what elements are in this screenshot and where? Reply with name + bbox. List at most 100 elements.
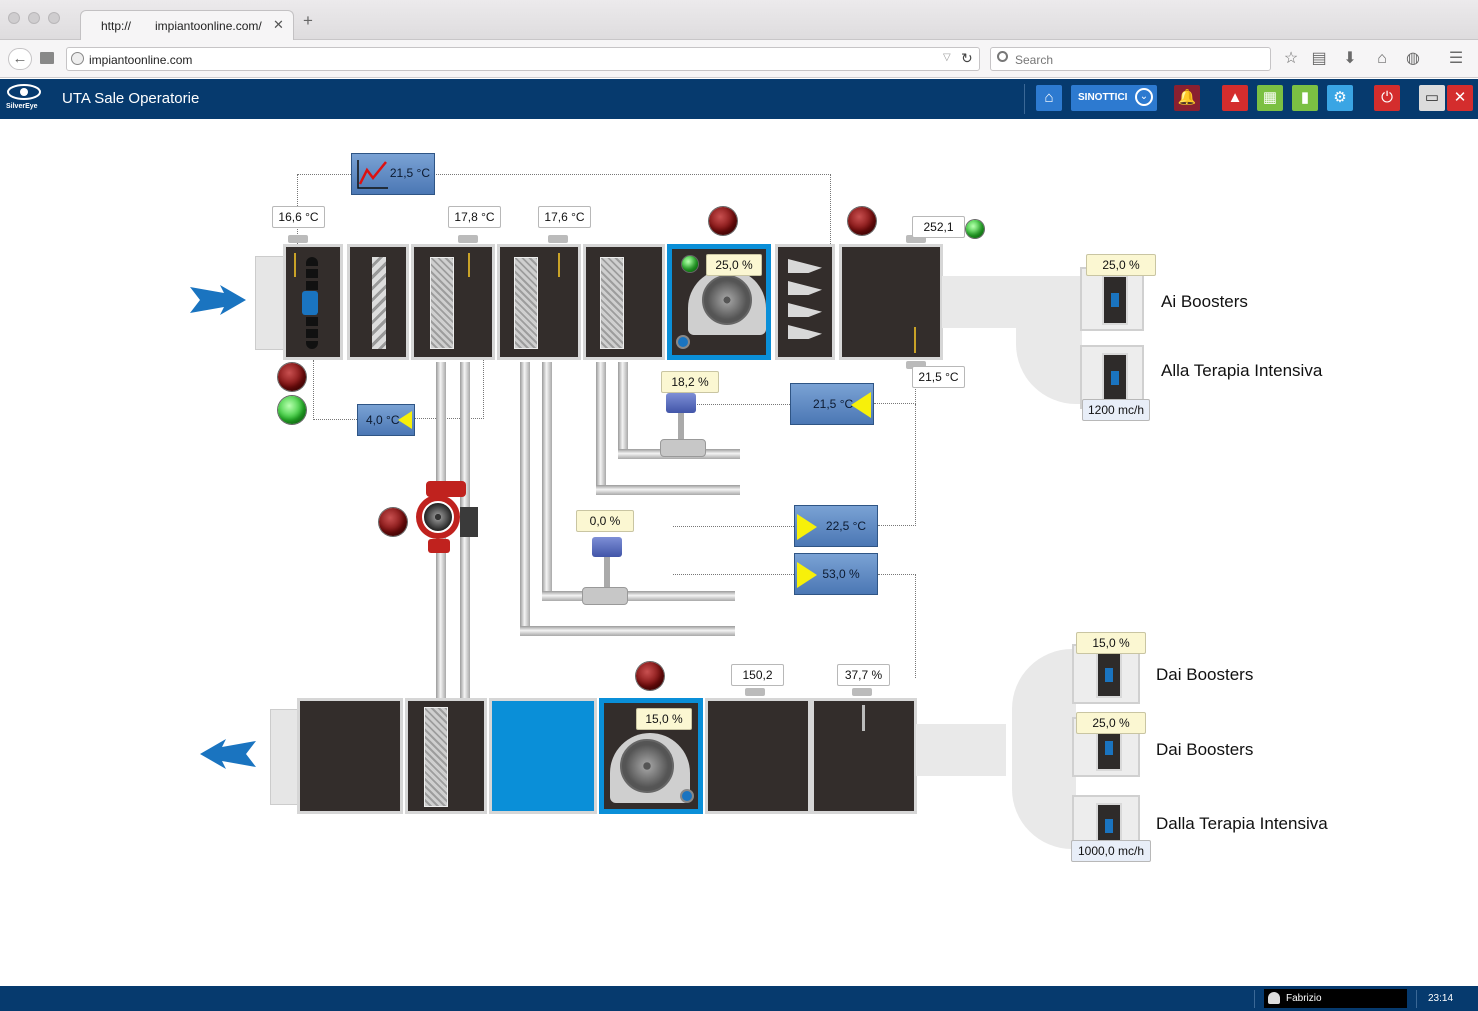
outlet-icu-flow: 1200 mc/h xyxy=(1082,399,1150,421)
return-filter-section xyxy=(405,698,487,814)
close-window-icon[interactable] xyxy=(8,12,20,24)
sidebar-toggle-icon[interactable] xyxy=(40,52,54,64)
heat-recovery-section xyxy=(489,698,597,814)
water-pipe xyxy=(520,362,530,632)
divider xyxy=(1416,990,1417,1008)
fan-run-lamp xyxy=(682,256,698,272)
sensor-probe xyxy=(914,327,916,353)
valve-actuator xyxy=(666,393,696,413)
control-line xyxy=(313,360,357,420)
sensor-nipple xyxy=(458,235,478,243)
reload-icon[interactable]: ↻ xyxy=(961,50,973,66)
valve1-opening: 18,2 % xyxy=(661,371,719,393)
frost-setpoint-controller[interactable]: 4,0 °C xyxy=(357,404,415,436)
return-damper-section xyxy=(297,698,403,814)
valve-body xyxy=(582,587,628,605)
url-dropdown-icon[interactable]: ▽ xyxy=(943,52,951,63)
user-name: Fabrizio xyxy=(1286,993,1322,1004)
pump-alarm-lamp xyxy=(379,508,407,536)
circulator-pump[interactable] xyxy=(416,481,478,555)
sensor-probe xyxy=(468,253,470,277)
settings-gear-button[interactable]: ⚙ xyxy=(1327,85,1353,111)
tab-protocol: http:// xyxy=(101,19,132,33)
inlet-damper-1[interactable] xyxy=(1096,652,1122,698)
inlet-damper-frame-1 xyxy=(1072,644,1140,704)
control-line xyxy=(878,404,916,526)
alarm-button[interactable]: ▲ xyxy=(1222,85,1248,111)
hamburger-menu-icon[interactable]: ☰ xyxy=(1448,50,1464,67)
damper-actuator-icon xyxy=(1105,668,1113,682)
intake-flange xyxy=(255,256,287,350)
supply-damper-section xyxy=(283,244,343,360)
divider xyxy=(1024,84,1025,114)
sensor-nipple xyxy=(852,688,872,696)
window-button[interactable]: ▭ xyxy=(1419,85,1445,111)
cooling-valve[interactable] xyxy=(582,537,638,613)
outlet-temp: 21,5 °C xyxy=(912,366,965,388)
bell-button[interactable]: 🔔 xyxy=(1174,85,1200,111)
frost-setpoint-value: 4,0 °C xyxy=(366,413,400,427)
inlet-booster-1-label: Dai Boosters xyxy=(1156,665,1254,684)
control-line xyxy=(680,404,790,405)
globe-icon xyxy=(71,52,84,65)
home-button[interactable]: ⌂ xyxy=(1036,85,1062,111)
new-tab-icon[interactable]: + xyxy=(303,11,313,30)
heating-valve[interactable] xyxy=(656,393,712,463)
water-pipe xyxy=(596,362,606,490)
table-button[interactable]: ▦ xyxy=(1257,85,1283,111)
inlet-icu-flow: 1000,0 mc/h xyxy=(1071,840,1151,862)
chart-button[interactable]: ▮ xyxy=(1292,85,1318,111)
home-icon[interactable]: ⌂ xyxy=(1377,50,1387,67)
status-bar: Fabrizio 23:14 xyxy=(0,986,1478,1011)
close-app-button[interactable]: ✕ xyxy=(1447,85,1473,111)
supply-fan-section[interactable]: 25,0 % xyxy=(667,244,771,360)
valve-stem xyxy=(604,557,610,591)
browser-titlebar: http:// impiantoonline.com/ ✕ + xyxy=(0,0,1478,41)
sound-baffles xyxy=(788,259,822,347)
power-button[interactable]: ⏻ xyxy=(1374,85,1400,111)
browser-tab[interactable]: http:// impiantoonline.com/ ✕ xyxy=(80,10,294,41)
return-humidity: 37,7 % xyxy=(837,664,890,686)
outlet-booster-label: Ai Boosters xyxy=(1161,292,1248,311)
pump-flange xyxy=(428,539,450,553)
maximize-window-icon[interactable] xyxy=(48,12,60,24)
motor-indicator xyxy=(676,335,690,349)
user-icon xyxy=(1268,992,1280,1004)
prefilter-section xyxy=(347,244,409,360)
download-icon[interactable]: ⬇ xyxy=(1343,50,1357,67)
icu-damper[interactable] xyxy=(1102,353,1128,403)
silencer-section xyxy=(775,244,835,360)
control-line xyxy=(414,319,484,419)
user-badge[interactable]: Fabrizio xyxy=(1264,989,1407,1008)
booster-damper[interactable] xyxy=(1102,275,1128,325)
clock: 23:14 xyxy=(1428,993,1454,1004)
minimize-window-icon[interactable] xyxy=(28,12,40,24)
inlet-booster-2-label: Dai Boosters xyxy=(1156,740,1254,759)
sinottici-menu[interactable]: SINOTTICI ⌄ xyxy=(1071,85,1157,111)
return-fan-speed: 15,0 % xyxy=(636,708,692,730)
sensor-nipple xyxy=(906,361,926,369)
room-temp-ctl-value: 22,5 °C xyxy=(825,519,867,533)
preheat-coil-section xyxy=(411,244,495,360)
supply-temp-controller[interactable]: 21,5 °C xyxy=(790,383,874,425)
water-pipe xyxy=(542,362,552,598)
room-humidity-controller[interactable]: 53,0 % xyxy=(794,553,878,595)
damper-actuator-icon[interactable] xyxy=(302,291,318,315)
valve-body xyxy=(660,439,706,457)
damper-actuator-icon xyxy=(1105,819,1113,833)
room-temp-controller[interactable]: 22,5 °C xyxy=(794,505,878,547)
chat-icon[interactable]: ◍ xyxy=(1406,50,1420,67)
inlet-booster-2-value: 25,0 % xyxy=(1076,712,1146,734)
tab-close-icon[interactable]: ✕ xyxy=(273,17,284,32)
coil xyxy=(430,257,454,349)
trend-temperature-box[interactable]: 21,5 °C xyxy=(351,153,435,195)
bookmark-star-icon[interactable]: ☆ xyxy=(1283,50,1299,67)
search-input[interactable]: Search xyxy=(990,47,1271,71)
back-arrow-icon[interactable]: ← xyxy=(8,48,32,70)
url-text: impiantoonline.com xyxy=(89,53,193,67)
url-bar[interactable]: impiantoonline.com ▽ ↻ xyxy=(66,47,980,71)
chevron-down-icon: ⌄ xyxy=(1135,88,1153,106)
frost-ok-lamp xyxy=(278,396,306,424)
return-fan-section[interactable]: 15,0 % xyxy=(599,698,703,814)
reading-list-icon[interactable]: ▤ xyxy=(1311,50,1327,67)
